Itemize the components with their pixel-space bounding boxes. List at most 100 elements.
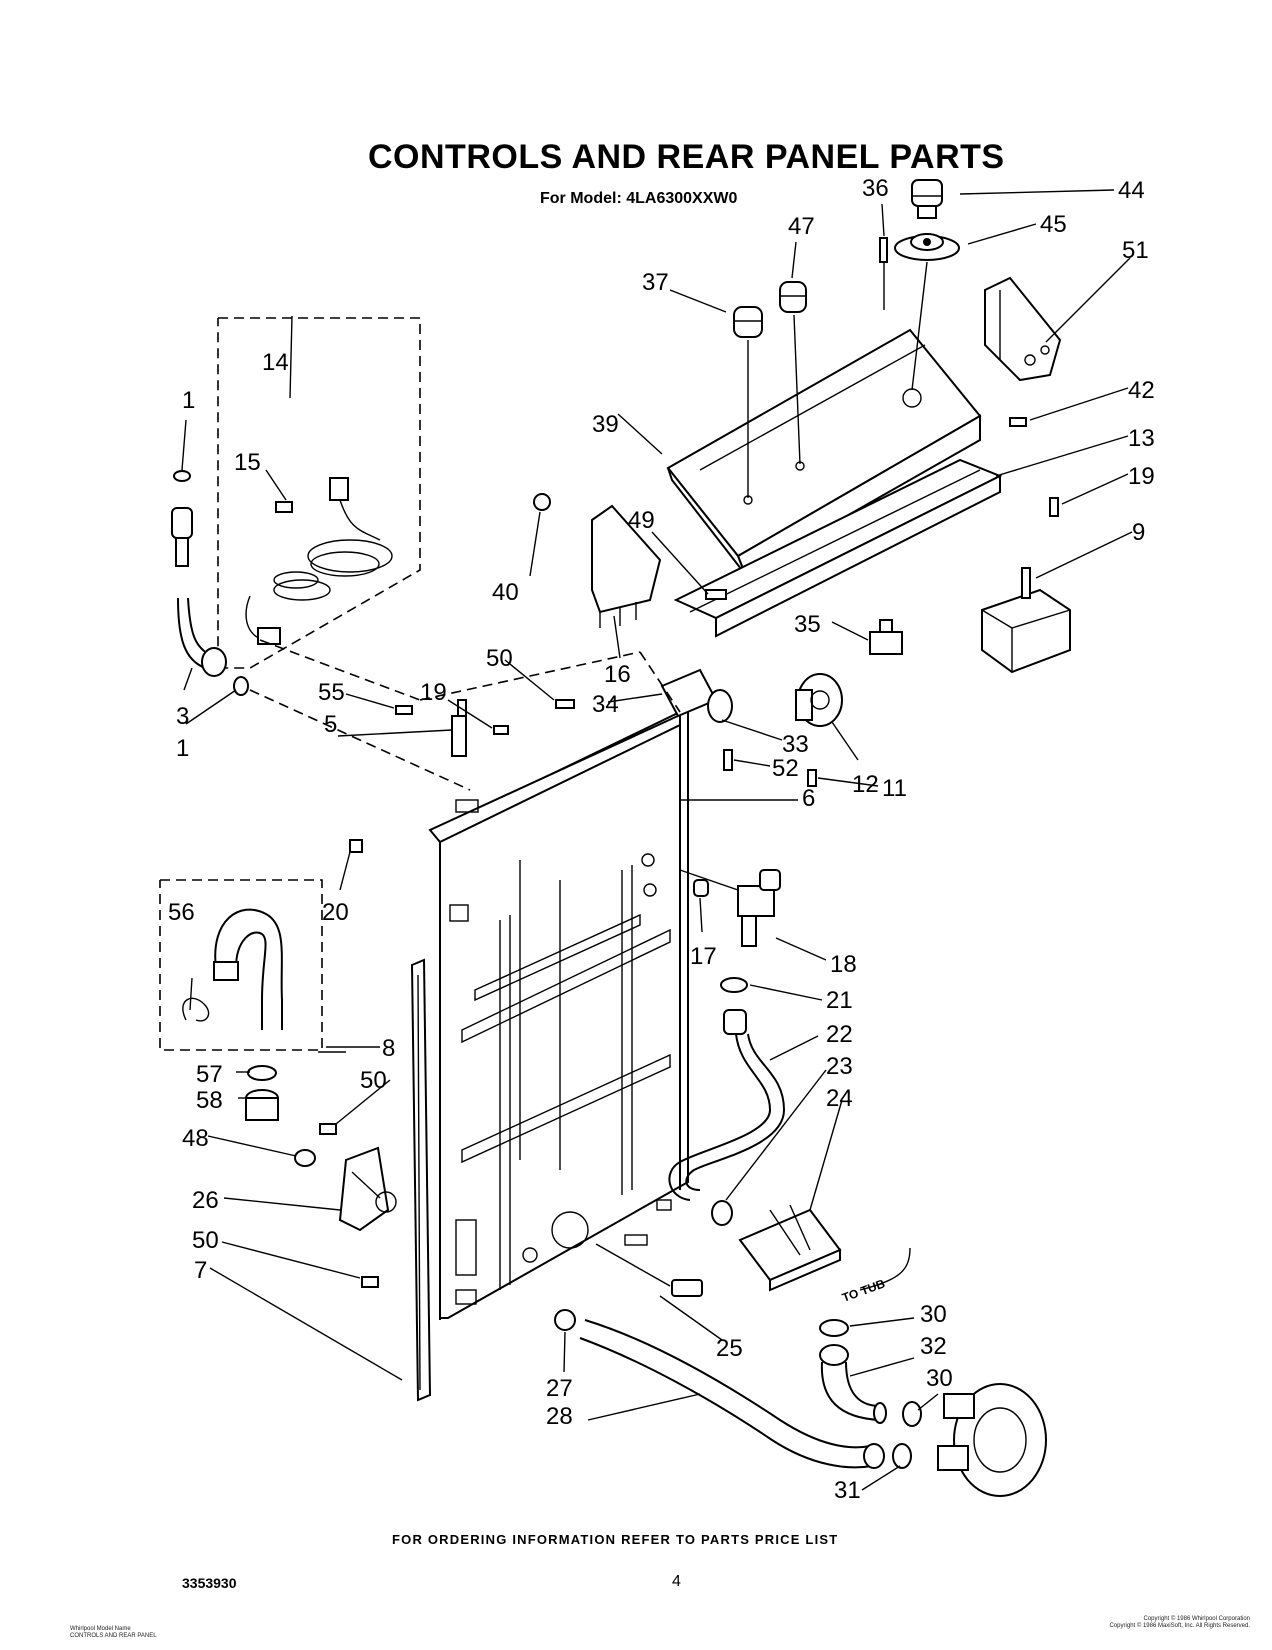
hose-clamp xyxy=(892,1443,912,1469)
callout-56: 56 xyxy=(168,899,195,926)
callout-52: 52 xyxy=(772,755,799,782)
nut xyxy=(533,493,551,511)
water-inlet xyxy=(171,470,249,696)
callout-30-bottom: 30 xyxy=(926,1365,953,1392)
callout-27: 27 xyxy=(546,1375,573,1402)
clip xyxy=(294,1149,316,1167)
callout-19-right: 19 xyxy=(1128,463,1155,490)
callout-50-bottom: 50 xyxy=(192,1227,219,1254)
callout-33: 33 xyxy=(782,731,809,758)
callout-8: 8 xyxy=(382,1035,395,1062)
screw xyxy=(723,749,733,771)
footer-left-line: Whirlpool Model Name xyxy=(70,1626,131,1632)
callout-19-left: 19 xyxy=(420,679,447,706)
footer-left: Whirlpool Model Name CONTROLS AND REAR P… xyxy=(70,1626,157,1640)
screw xyxy=(349,839,363,853)
document-number: 3353930 xyxy=(182,1575,237,1591)
model-line: For Model: 4LA6300XXW0 xyxy=(540,190,738,207)
hose-clamp xyxy=(711,1200,733,1226)
callout-14: 14 xyxy=(262,349,289,376)
callout-21: 21 xyxy=(826,987,853,1014)
callout-57: 57 xyxy=(196,1061,223,1088)
power-cord-kit xyxy=(217,317,421,669)
rear-panel xyxy=(428,711,689,1320)
ordering-note: FOR ORDERING INFORMATION REFER TO PARTS … xyxy=(392,1532,839,1547)
footer-right: Copyright © 1986 Whirlpool Corporation C… xyxy=(1050,1616,1250,1630)
callout-50-top: 50 xyxy=(486,645,513,672)
screw xyxy=(807,769,817,787)
callout-17: 17 xyxy=(690,943,717,970)
callout-28: 28 xyxy=(546,1403,573,1430)
water-valve xyxy=(679,869,781,947)
knob-skirt xyxy=(894,233,960,261)
timer xyxy=(981,567,1071,674)
callout-34: 34 xyxy=(592,691,619,718)
screw xyxy=(319,1123,337,1135)
callout-37: 37 xyxy=(642,269,669,296)
control-console xyxy=(666,328,1003,638)
callout-24: 24 xyxy=(826,1085,853,1112)
callout-48: 48 xyxy=(182,1125,209,1152)
screw xyxy=(493,725,509,735)
callout-12: 12 xyxy=(852,771,879,798)
drain-pump xyxy=(937,1383,1047,1497)
leader-lines xyxy=(181,189,1133,1491)
drain-hose xyxy=(579,1319,885,1469)
hose-clamp xyxy=(554,1309,576,1331)
clamp xyxy=(707,689,733,723)
page-number: 4 xyxy=(672,1573,681,1590)
callout-50-mid: 50 xyxy=(360,1067,387,1094)
clip xyxy=(705,589,727,600)
washer xyxy=(720,977,748,993)
callout-45: 45 xyxy=(1040,211,1067,238)
washer xyxy=(247,1065,277,1081)
callout-5: 5 xyxy=(324,711,337,738)
callout-30-top: 30 xyxy=(920,1301,947,1328)
callout-32: 32 xyxy=(920,1333,947,1360)
callout-44: 44 xyxy=(1118,177,1145,204)
callout-7: 7 xyxy=(194,1257,207,1284)
knob xyxy=(911,179,943,219)
screw xyxy=(395,705,413,715)
hose-clamp xyxy=(902,1401,922,1427)
drain-adapter xyxy=(245,1089,279,1121)
callout-16: 16 xyxy=(604,661,631,688)
tub-hose xyxy=(819,1344,887,1424)
callout-13: 13 xyxy=(1128,425,1155,452)
callout-25: 25 xyxy=(716,1335,743,1362)
callout-1-top: 1 xyxy=(182,387,195,414)
callout-23: 23 xyxy=(826,1053,853,1080)
strap xyxy=(671,1279,703,1297)
callout-35: 35 xyxy=(794,611,821,638)
screw xyxy=(361,1276,379,1288)
push-knob xyxy=(733,306,763,338)
callout-3: 3 xyxy=(176,703,189,730)
pressure-switch xyxy=(795,673,843,727)
callout-49: 49 xyxy=(628,507,655,534)
callout-9: 9 xyxy=(1132,519,1145,546)
callout-42: 42 xyxy=(1128,377,1155,404)
push-knob xyxy=(779,281,807,313)
switch-housing xyxy=(591,504,662,628)
hose-clamp xyxy=(819,1319,849,1337)
callout-6: 6 xyxy=(802,785,815,812)
callout-18: 18 xyxy=(830,951,857,978)
callout-labels: 44 36 45 47 51 37 14 1 42 39 13 15 19 49… xyxy=(168,175,1155,1504)
callout-15: 15 xyxy=(234,449,261,476)
mounting-bracket xyxy=(738,1204,842,1292)
hose-bracket xyxy=(451,699,467,757)
screw xyxy=(1009,417,1027,427)
nut xyxy=(693,879,709,897)
callout-40: 40 xyxy=(492,579,519,606)
callout-47: 47 xyxy=(788,213,815,240)
fill-hose xyxy=(668,1009,786,1201)
callout-36: 36 xyxy=(862,175,889,202)
screw xyxy=(555,699,575,709)
switch xyxy=(869,619,903,655)
callout-55: 55 xyxy=(318,679,345,706)
screw xyxy=(879,237,888,263)
footer-left-line: CONTROLS AND REAR PANEL xyxy=(70,1633,157,1639)
callout-20: 20 xyxy=(322,899,349,926)
pump-bracket xyxy=(338,1146,397,1232)
callout-39: 39 xyxy=(592,411,619,438)
